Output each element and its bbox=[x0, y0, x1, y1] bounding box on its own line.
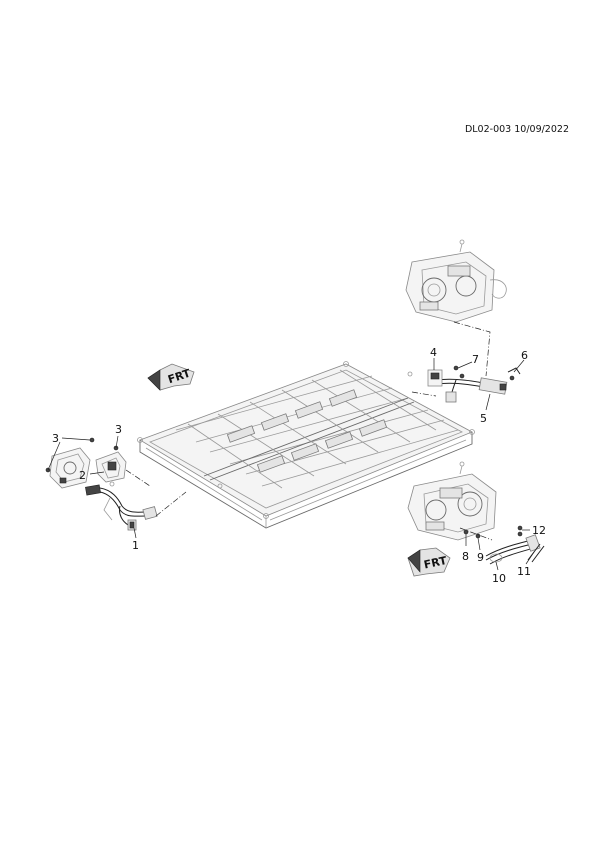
callout-1: 1 bbox=[132, 539, 139, 552]
battery-modules bbox=[175, 369, 459, 489]
callout-12: 12 bbox=[532, 524, 546, 537]
callout-3-right: 3 bbox=[115, 423, 122, 436]
callout-9: 9 bbox=[477, 551, 484, 564]
callout-7: 7 bbox=[472, 353, 479, 366]
callout-5: 5 bbox=[480, 412, 487, 425]
callout-2: 2 bbox=[79, 469, 86, 482]
callout-3-left: 3 bbox=[52, 432, 59, 445]
callout-6: 6 bbox=[521, 349, 528, 362]
document-reference: DL02-003 10/09/2022 bbox=[464, 124, 569, 135]
bracket-part-2 bbox=[95, 451, 127, 487]
leader-lines bbox=[47, 358, 535, 571]
fastener-part-8 bbox=[463, 529, 469, 535]
front-arrow-label-bottom: FRT bbox=[423, 554, 449, 572]
callout-11: 11 bbox=[517, 565, 531, 578]
harness-part-1 bbox=[85, 484, 158, 531]
rear-drive-unit bbox=[407, 461, 497, 541]
bolt-part-12 bbox=[517, 525, 523, 537]
front-direction-arrow-bottom: FRT bbox=[407, 547, 451, 577]
front-drive-unit bbox=[405, 239, 507, 323]
bolt-part-7 bbox=[453, 365, 465, 379]
clip-part-6 bbox=[507, 367, 521, 381]
callout-4: 4 bbox=[430, 346, 437, 359]
callout-8: 8 bbox=[462, 550, 469, 563]
front-direction-arrow-top: FRT bbox=[147, 363, 195, 391]
alignment-lines bbox=[125, 321, 493, 541]
harness-part-10 bbox=[485, 534, 541, 565]
bracket-part-3 bbox=[45, 437, 119, 489]
connector-part-4 bbox=[427, 369, 443, 387]
battery-pack-tray bbox=[137, 361, 475, 529]
harness-part-5 bbox=[435, 377, 508, 403]
callout-numbers: 1 2 3 3 4 5 6 7 8 9 10 11 12 bbox=[52, 346, 546, 585]
callout-10: 10 bbox=[492, 572, 506, 585]
